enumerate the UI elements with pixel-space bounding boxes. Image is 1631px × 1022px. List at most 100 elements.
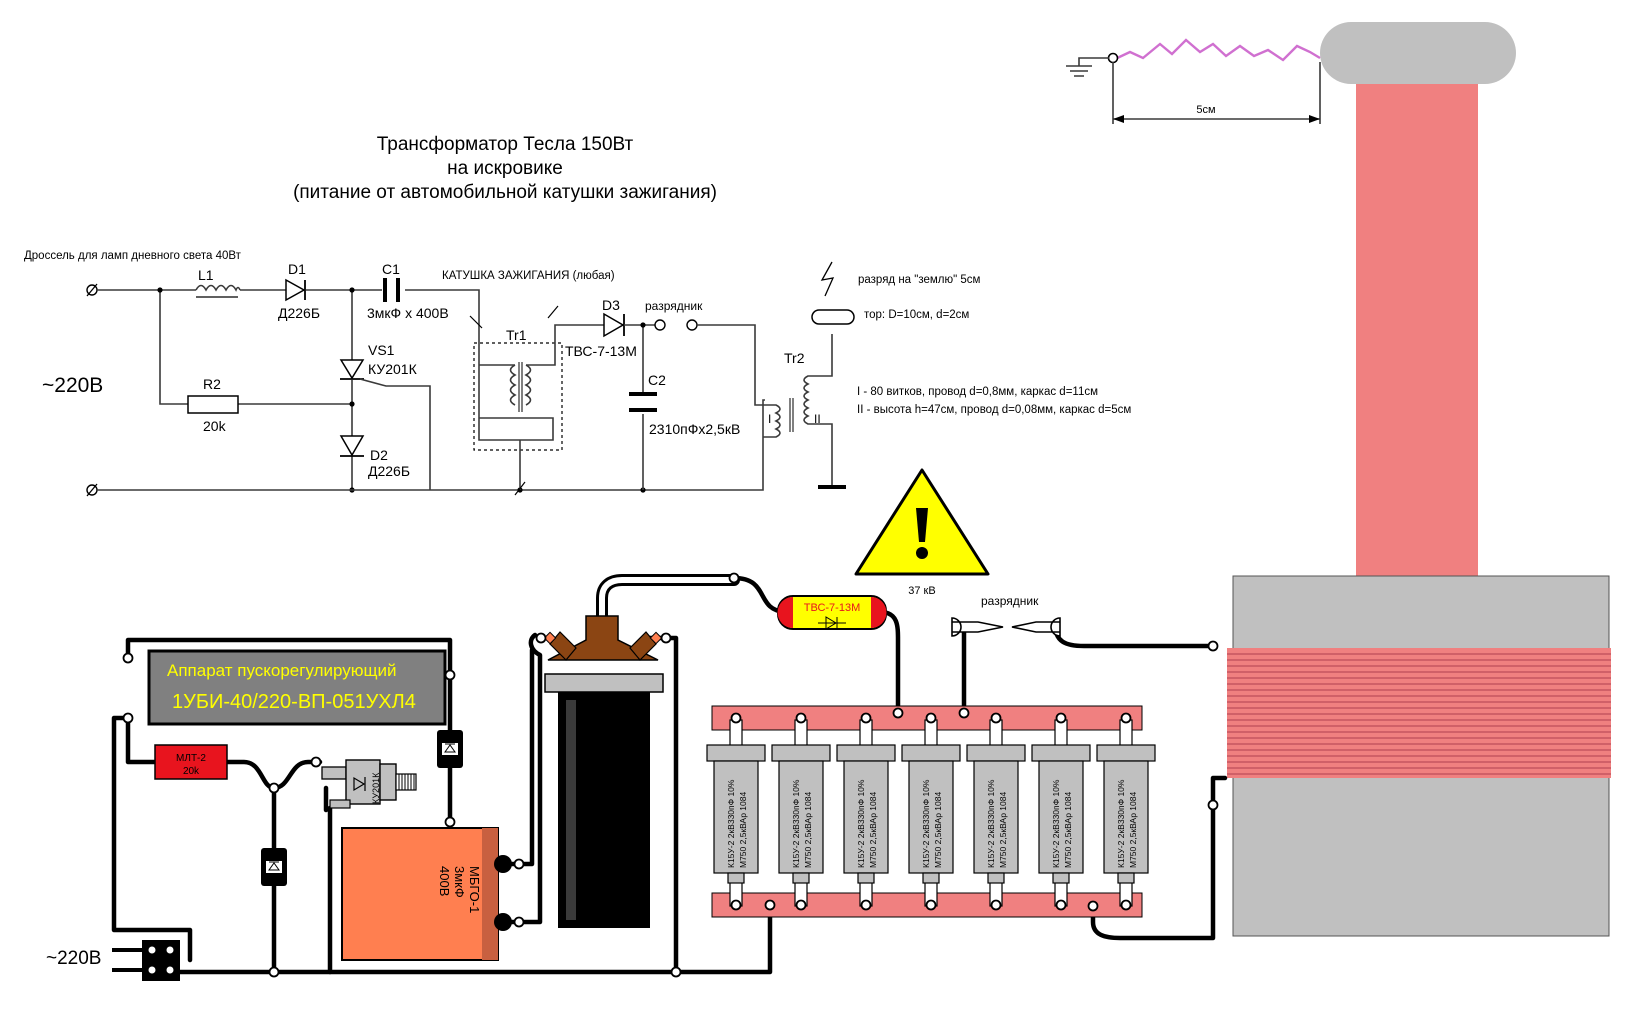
diode-left-symbol-icon [268, 861, 280, 871]
ignition-mark-c [514, 481, 526, 496]
ground-wire [1066, 57, 1109, 77]
bank-capacitor: К15У-2 2кВ330пФ 10%М750 2,5кВАр 1084 [1096, 712, 1156, 911]
ignition-coil [543, 615, 664, 928]
bank-cap-head [966, 744, 1026, 762]
d3-label: D3 [602, 297, 620, 313]
bank-cap-body [908, 760, 954, 874]
bank-cap-label-1: К15У-2 2кВ330пФ 10% [726, 779, 736, 868]
wire-caps-coil-bottom [1090, 802, 1216, 941]
warning-sign: 37 кВ [854, 468, 990, 597]
ignition-flange [544, 673, 664, 693]
diode-d3 [603, 312, 625, 338]
tr1-coil-left [509, 364, 517, 406]
bank-cap-node-bottom [990, 899, 1002, 911]
d2-type: Д226Б [368, 463, 410, 479]
tvs-diode-cap-right [871, 597, 887, 628]
thyristor-hex [379, 763, 397, 801]
bank-capacitor: К15У-2 2кВ330пФ 10%М750 2,5кВАр 1084 [836, 712, 896, 911]
transformer-tr1-box [473, 342, 563, 451]
node-center-mid [349, 401, 355, 407]
bank-cap-node-top [1055, 712, 1067, 724]
schematic: Дроссель для ламп дневного света 40Вт ~2… [24, 250, 1131, 497]
bank-cap-node-bottom [860, 899, 872, 911]
wire-ballast-left [111, 715, 193, 963]
thyristor-vs1 [339, 359, 365, 380]
node-ballast-tl [122, 652, 134, 664]
node-bank-bottom [764, 899, 776, 911]
node-ballast-bl [122, 712, 134, 724]
capacitor-terminal-b [494, 913, 512, 931]
plug-socket-2 [165, 945, 175, 955]
capacitor-type: МБГО-1 [467, 866, 482, 913]
torus-symbol [811, 309, 855, 325]
tr1-label: Tr1 [506, 327, 527, 343]
tr2-label: Tr2 [784, 350, 805, 366]
plug-mains-label: ~220В [46, 948, 101, 969]
wire-diode-caps [877, 609, 901, 716]
bank-wire-node [892, 707, 904, 719]
inductor-l1 [195, 284, 241, 292]
node-center-top [349, 287, 355, 293]
mlt-resistor: МЛТ-2 20k [154, 744, 228, 780]
node-bottom-left [268, 966, 280, 978]
node-cap-a [513, 858, 525, 870]
bank-cap-head [901, 744, 961, 762]
wire-ballast-resistor [125, 715, 157, 765]
wire-gap-tr2 [642, 324, 770, 490]
tvs-diode: ТВС-7-13М [777, 595, 887, 630]
bank-cap-head [706, 744, 766, 762]
terminal-slash-top [86, 283, 98, 297]
diode-right-symbol-icon [444, 743, 456, 753]
d2-label: D2 [370, 447, 388, 463]
dim-arrow-right [1309, 115, 1320, 123]
node-l1-left [157, 287, 163, 293]
ground-discharge-label: разряд на "землю" 5см [858, 274, 981, 286]
thyristor-component: КУ201К [321, 759, 417, 809]
bank-cap-foot [857, 872, 875, 884]
tr2-winding-i: I [768, 412, 771, 426]
plug-socket-1 [147, 945, 157, 955]
resistor-body [154, 744, 228, 780]
bank-cap-label-1: К15У-2 2кВ330пФ 10% [856, 779, 866, 868]
coil-note-1: I - 80 витков, провод d=0,8мм, каркас d=… [857, 386, 1098, 398]
ignition-mark-a [469, 315, 483, 329]
bank-cap-body [778, 760, 824, 874]
spark-gap-b [686, 319, 698, 331]
bank-cap-body [1103, 760, 1149, 874]
plug-socket-4 [165, 965, 175, 975]
bank-cap-node-top [730, 712, 742, 724]
bank-cap-node-bottom [1055, 899, 1067, 911]
choke-note: Дроссель для ламп дневного света 40Вт [24, 250, 242, 262]
title-line-2: на искровике [447, 158, 563, 179]
mains-plug: ~220В [46, 940, 180, 981]
assembly-nodes [122, 572, 1219, 978]
ignition-mark-b [547, 305, 559, 319]
capacitor-edge [482, 828, 498, 960]
bank-cap-label-2: М750 2,5кВАр 1084 [1063, 792, 1073, 868]
node-thy-right [310, 756, 322, 768]
bank-cap-head [1096, 744, 1156, 762]
c2-value: 2310пФх2,5кВ [649, 421, 740, 437]
bank-cap-head [1031, 744, 1091, 762]
bank-wire-node [958, 707, 970, 719]
tr2-secondary [803, 334, 833, 486]
thyristor-gate-wire [359, 378, 431, 490]
arc-distance-label: 5см [1196, 104, 1215, 116]
c2-label: C2 [648, 372, 666, 388]
resistor-r2 [187, 395, 239, 414]
bank-cap-foot [727, 872, 745, 884]
capacitor-capacity: 3мкФ [452, 866, 467, 898]
arc-discharge [1112, 38, 1321, 62]
warning-exclamation-icon [916, 508, 928, 542]
bank-cap-foot [922, 872, 940, 884]
bank-cap-foot [987, 872, 1005, 884]
resistor-type: МЛТ-2 [176, 753, 206, 764]
bank-cap-label-2: М750 2,5кВАр 1084 [998, 792, 1008, 868]
diode-d2 [339, 435, 365, 457]
bank-capacitor: К15У-2 2кВ330пФ 10%М750 2,5кВАр 1084 [706, 712, 766, 911]
bank-cap-label-2: М750 2,5кВАр 1084 [803, 792, 813, 868]
spark-gap-label: разрядник [645, 299, 703, 313]
coil-note-2: II - высота h=47см, провод d=0,08мм, кар… [857, 404, 1131, 416]
